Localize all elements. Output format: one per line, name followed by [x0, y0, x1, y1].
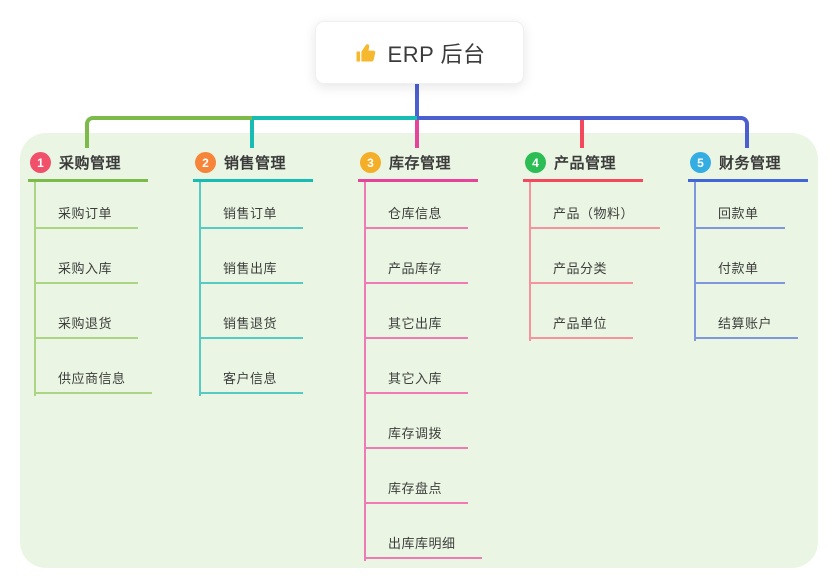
- branch-subtree: 产品（物料） 产品分类 产品单位: [529, 182, 661, 341]
- node-item-label: 付款单: [718, 261, 759, 276]
- connector-drop-product: [580, 120, 584, 148]
- branch-header-2[interactable]: 2 销售管理: [193, 146, 313, 182]
- node-item[interactable]: 其它入库: [364, 339, 469, 394]
- node-item[interactable]: 产品（物料）: [529, 182, 661, 229]
- node-item-label: 产品分类: [553, 261, 608, 276]
- node-item[interactable]: 出库库明细: [364, 504, 482, 559]
- connector-drop-sales: [250, 120, 254, 148]
- branch-header-5[interactable]: 5 财务管理: [688, 146, 808, 182]
- node-item[interactable]: 付款单: [694, 229, 785, 284]
- node-item[interactable]: 销售订单: [199, 182, 304, 229]
- node-item[interactable]: 库存盘点: [364, 449, 469, 504]
- branch-label: 产品管理: [554, 155, 617, 172]
- node-item-label: 客户信息: [223, 371, 278, 386]
- node-item-label: 仓库信息: [388, 206, 443, 221]
- branch-subtree: 回款单 付款单 结算账户: [694, 182, 799, 341]
- node-item[interactable]: 结算账户: [694, 284, 799, 339]
- node-item[interactable]: 销售出库: [199, 229, 304, 284]
- node-item-label: 结算账户: [718, 316, 773, 331]
- node-item-label: 其它出库: [388, 316, 443, 331]
- branch-header-4[interactable]: 4 产品管理: [523, 146, 643, 182]
- node-item-label: 库存盘点: [388, 481, 443, 496]
- node-item-label: 采购退货: [58, 316, 113, 331]
- node-item[interactable]: 采购订单: [34, 182, 139, 229]
- node-item[interactable]: 仓库信息: [364, 182, 469, 229]
- node-item-label: 回款单: [718, 206, 759, 221]
- node-item-label: 库存调拨: [388, 426, 443, 441]
- branch-number-badge: 2: [195, 152, 216, 173]
- connector-root-drop: [415, 82, 419, 116]
- node-item-label: 销售退货: [223, 316, 278, 331]
- node-item-label: 其它入库: [388, 371, 443, 386]
- branch-vertical-line: [34, 182, 36, 396]
- node-item-label: 销售订单: [223, 206, 278, 221]
- root-node[interactable]: ERP 后台: [315, 21, 524, 84]
- branch-subtree: 仓库信息 产品库存 其它出库 其它入库 库存调拨 库存盘点 出库库明细: [364, 182, 482, 561]
- branches-container-background: [20, 133, 818, 568]
- node-item[interactable]: 产品分类: [529, 229, 634, 284]
- node-item-label: 采购订单: [58, 206, 113, 221]
- connector-drop-inventory: [415, 120, 419, 148]
- node-item[interactable]: 库存调拨: [364, 394, 469, 449]
- thumbs-up-icon: [354, 41, 378, 65]
- node-item-label: 产品库存: [388, 261, 443, 276]
- root-title: ERP 后台: [387, 41, 486, 67]
- branch-vertical-line: [364, 182, 366, 561]
- connector-bus-left-green: [85, 116, 252, 148]
- node-item[interactable]: 销售退货: [199, 284, 304, 339]
- node-item-label: 供应商信息: [58, 371, 126, 386]
- node-item[interactable]: 产品单位: [529, 284, 634, 339]
- branch-number-badge: 3: [360, 152, 381, 173]
- branch-label: 库存管理: [389, 155, 452, 172]
- node-item-label: 销售出库: [223, 261, 278, 276]
- node-item-label: 产品（物料）: [553, 206, 635, 221]
- node-item-label: 产品单位: [553, 316, 608, 331]
- branch-header-1[interactable]: 1 采购管理: [28, 146, 148, 182]
- node-item[interactable]: 采购入库: [34, 229, 139, 284]
- node-item[interactable]: 产品库存: [364, 229, 469, 284]
- branch-subtree: 采购订单 采购入库 采购退货 供应商信息: [34, 182, 152, 396]
- branch-header-3[interactable]: 3 库存管理: [358, 146, 478, 182]
- branch-vertical-line: [199, 182, 201, 396]
- branch-label: 财务管理: [719, 155, 782, 172]
- node-item[interactable]: 采购退货: [34, 284, 139, 339]
- connector-bus-right-blue: [417, 116, 749, 148]
- branch-label: 采购管理: [59, 155, 122, 172]
- node-item-label: 出库库明细: [388, 536, 456, 551]
- node-item[interactable]: 客户信息: [199, 339, 304, 394]
- node-item[interactable]: 其它出库: [364, 284, 469, 339]
- node-item-label: 采购入库: [58, 261, 113, 276]
- branch-vertical-line: [529, 182, 531, 341]
- branch-number-badge: 5: [690, 152, 711, 173]
- branch-label: 销售管理: [224, 155, 287, 172]
- branch-subtree: 销售订单 销售出库 销售退货 客户信息: [199, 182, 304, 396]
- branch-number-badge: 1: [30, 152, 51, 173]
- branch-number-badge: 4: [525, 152, 546, 173]
- connector-bus-teal: [252, 116, 417, 120]
- node-item[interactable]: 供应商信息: [34, 339, 152, 394]
- node-item[interactable]: 回款单: [694, 182, 785, 229]
- branch-vertical-line: [694, 182, 696, 341]
